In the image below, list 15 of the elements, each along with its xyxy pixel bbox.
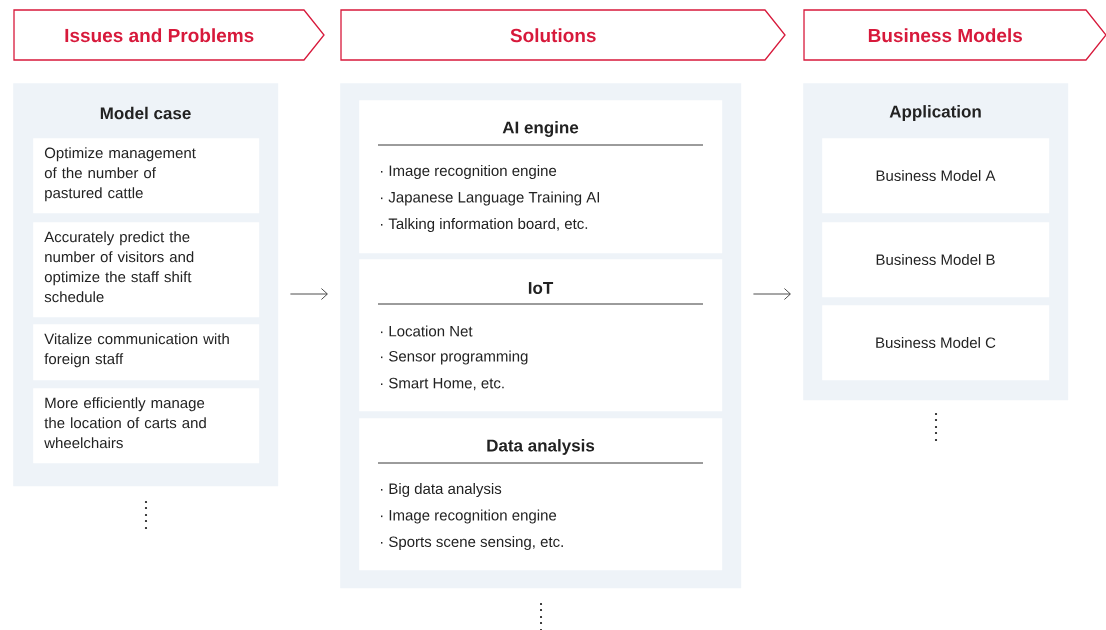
model-box: Business Model A <box>822 138 1050 214</box>
model-box: Business Model B <box>822 222 1050 298</box>
solution-card: Data analysis · Big data analysis · Image recognition engine · Sports scene sensing, etc. <box>359 418 723 571</box>
section-header: Business Models <box>803 9 1106 61</box>
case-box: Accurately predict the number of visitors and optimize the staff shift schedule <box>33 222 260 318</box>
arrow <box>290 288 328 300</box>
solution-card: AI engine · Image recognition engine · Japanese Language Training AI · Talking information board, etc. <box>359 100 723 254</box>
case-box: More efficiently manage the location of carts and wheelchairs <box>33 388 260 464</box>
section-header: Solutions <box>340 9 786 61</box>
solution-card: IoT · Location Net · Sensor programming · Smart Home, etc. <box>359 259 723 412</box>
arrow <box>753 288 791 300</box>
model-box: Business Model C <box>822 305 1050 381</box>
case-box: Vitalize communication with foreign staff <box>33 324 260 381</box>
section-header: Issues and Problems <box>13 9 325 61</box>
case-box: Optimize management of the number of pastured cattle <box>33 138 260 214</box>
